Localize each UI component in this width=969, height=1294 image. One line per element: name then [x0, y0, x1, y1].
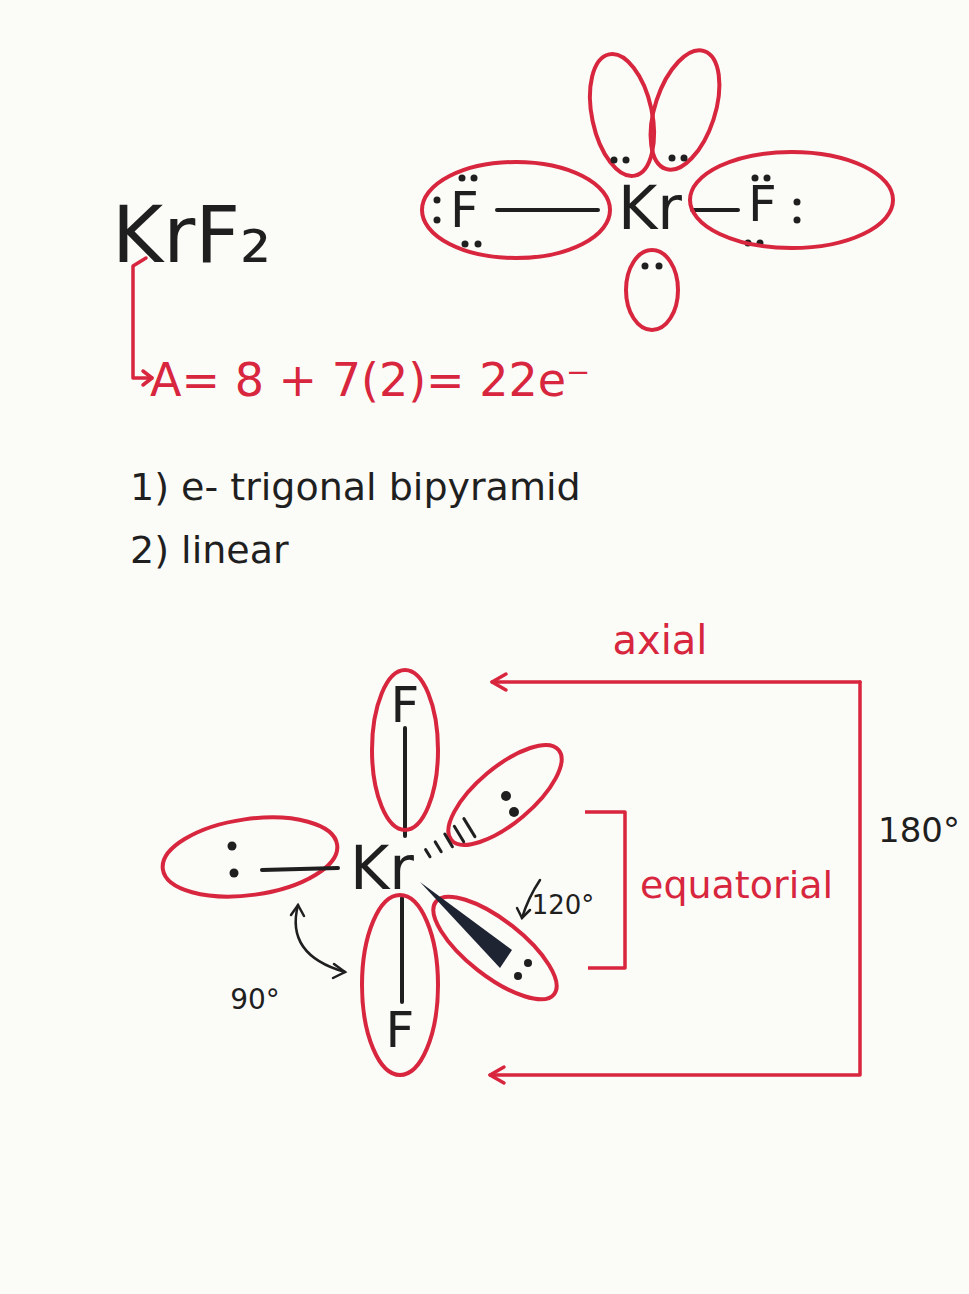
bracket-arrow — [133, 258, 152, 385]
orbital-lobe: F — [370, 668, 440, 832]
electron-dots — [434, 155, 801, 270]
lone-pair-lobe — [158, 807, 343, 907]
atom-symbol: F — [386, 1005, 415, 1055]
bond-line — [400, 898, 404, 1002]
orbital-lobe: F — [688, 150, 895, 250]
atom-symbol: F — [391, 680, 420, 730]
lone-pair-lobe — [626, 250, 678, 330]
lobe-ellipse — [690, 152, 893, 248]
lobe-ellipse — [372, 670, 438, 830]
atom-symbol: F — [748, 179, 777, 229]
lobe-outline — [420, 160, 612, 260]
lone-pair-lobe — [433, 729, 576, 862]
atom-symbol: Kr — [618, 178, 682, 238]
lobe-ellipse — [422, 162, 610, 258]
formula-title: KrF₂ — [112, 196, 271, 274]
bracket — [585, 812, 625, 968]
bond-line — [497, 208, 598, 212]
orbital-lobe: F — [420, 160, 612, 260]
position-label: axial — [613, 620, 708, 660]
hashed-wedge — [426, 819, 475, 857]
solid-wedge — [420, 882, 512, 968]
lobe-ellipse — [362, 895, 438, 1075]
atom-symbol: F — [450, 185, 479, 235]
geometry-note: 1) e- trigonal bipyramid — [130, 468, 581, 506]
position-label: equatorial — [640, 866, 833, 904]
electron-dots — [228, 791, 533, 980]
atom-symbol: Kr — [350, 838, 414, 898]
lone-pair-lobe — [637, 42, 732, 178]
bond-line — [262, 868, 338, 870]
bond-line — [403, 728, 407, 836]
angle-label: 180° — [878, 813, 960, 847]
lobe-outline — [688, 150, 895, 250]
axial-arrows — [490, 674, 860, 1083]
angle-label: 120° — [532, 892, 595, 918]
lone-pair-lobes — [158, 729, 577, 1017]
angle-arrow — [291, 905, 345, 978]
orbital-lobe: F — [360, 893, 440, 1077]
angle-label: 90° — [230, 986, 280, 1014]
bond-lines — [497, 208, 738, 212]
bond-line — [692, 208, 738, 212]
geometry-note: 2) linear — [130, 531, 289, 569]
electron-count: A= 8 + 7(2)= 22e⁻ — [150, 357, 590, 403]
lone-pair-lobes — [580, 42, 733, 330]
